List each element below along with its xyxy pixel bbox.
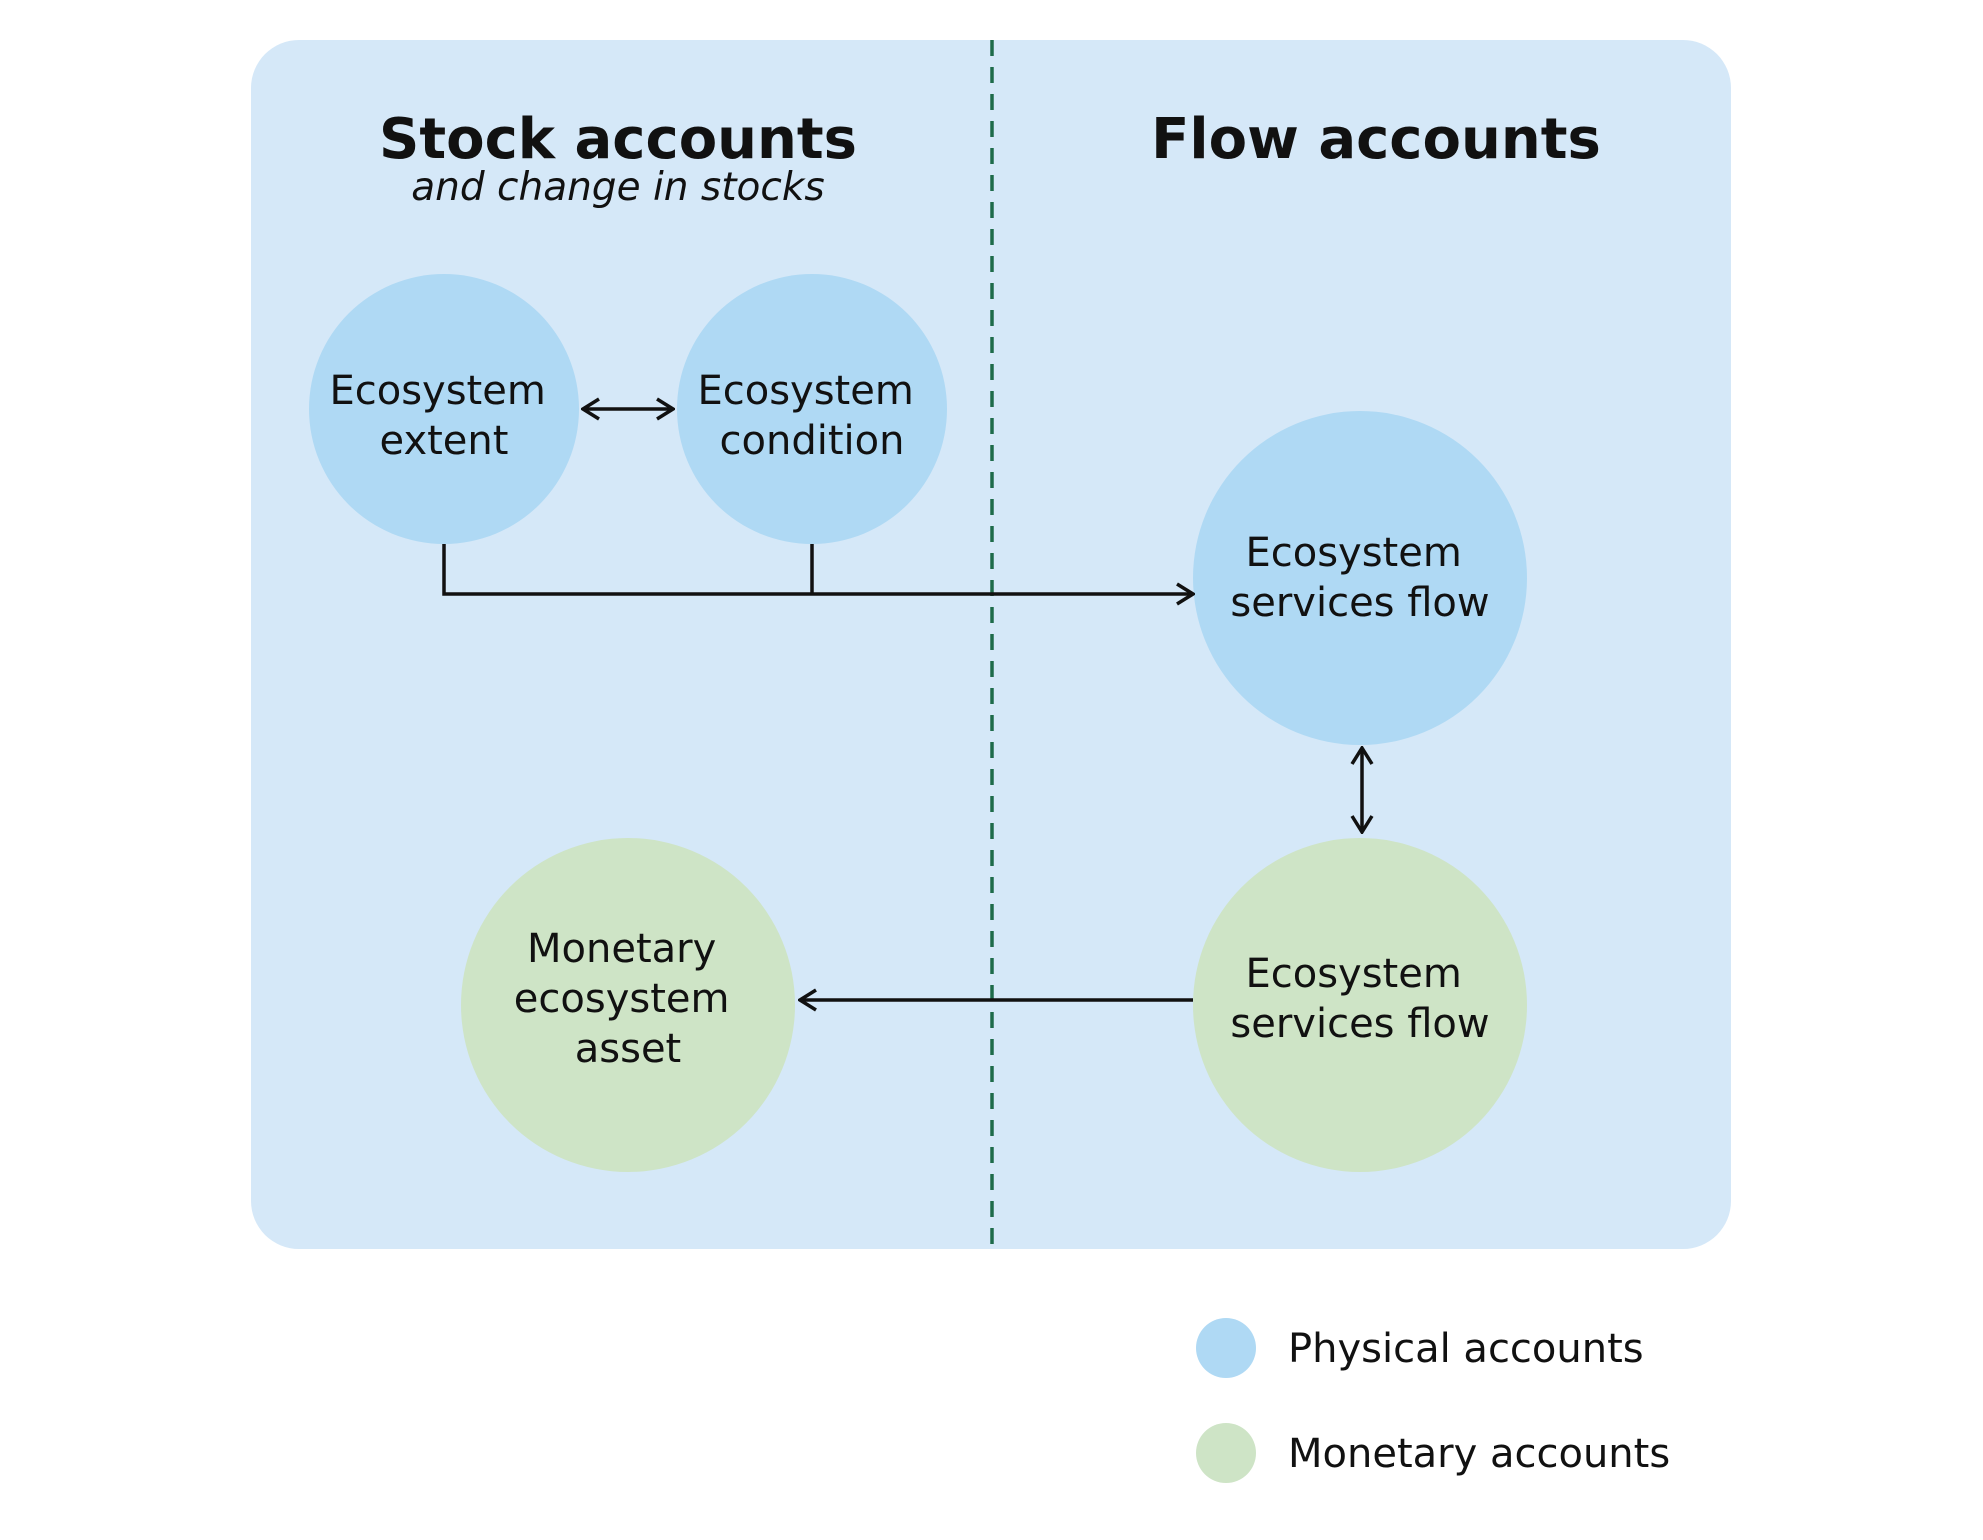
node-ecosystem-services-flow-monetary: Ecosystem services flow bbox=[1193, 838, 1527, 1172]
node-ecosystem-condition-circle bbox=[677, 274, 947, 544]
legend-monetary-swatch bbox=[1196, 1423, 1256, 1483]
flow-accounts-title: Flow accounts bbox=[1151, 107, 1601, 172]
legend-physical-label: Physical accounts bbox=[1288, 1326, 1644, 1372]
node-label: Ecosystem services flow bbox=[1230, 530, 1489, 626]
legend: Physical accounts Monetary accounts bbox=[1196, 1318, 1670, 1483]
node-label: Ecosystem extent bbox=[329, 368, 558, 464]
node-monetary-asset-circle bbox=[461, 838, 795, 1172]
node-ecosystem-extent-circle bbox=[309, 274, 579, 544]
node-services-physical-circle bbox=[1193, 411, 1527, 745]
node-label: Ecosystem condition bbox=[697, 368, 926, 464]
node-ecosystem-condition: Ecosystem condition bbox=[677, 274, 947, 544]
stock-accounts-subtitle: and change in stocks bbox=[411, 165, 824, 210]
node-label: Monetary ecosystem asset bbox=[514, 926, 742, 1072]
stock-accounts-title: Stock accounts bbox=[379, 107, 857, 172]
legend-monetary-label: Monetary accounts bbox=[1288, 1431, 1670, 1477]
node-monetary-ecosystem-asset: Monetary ecosystem asset bbox=[461, 838, 795, 1172]
node-ecosystem-extent: Ecosystem extent bbox=[309, 274, 579, 544]
node-label: Ecosystem services flow bbox=[1230, 951, 1489, 1047]
connector-stocks-to-flow bbox=[442, 544, 1193, 594]
node-ecosystem-services-flow-physical: Ecosystem services flow bbox=[1193, 411, 1527, 745]
legend-physical-swatch bbox=[1196, 1318, 1256, 1378]
node-services-monetary-circle bbox=[1193, 838, 1527, 1172]
